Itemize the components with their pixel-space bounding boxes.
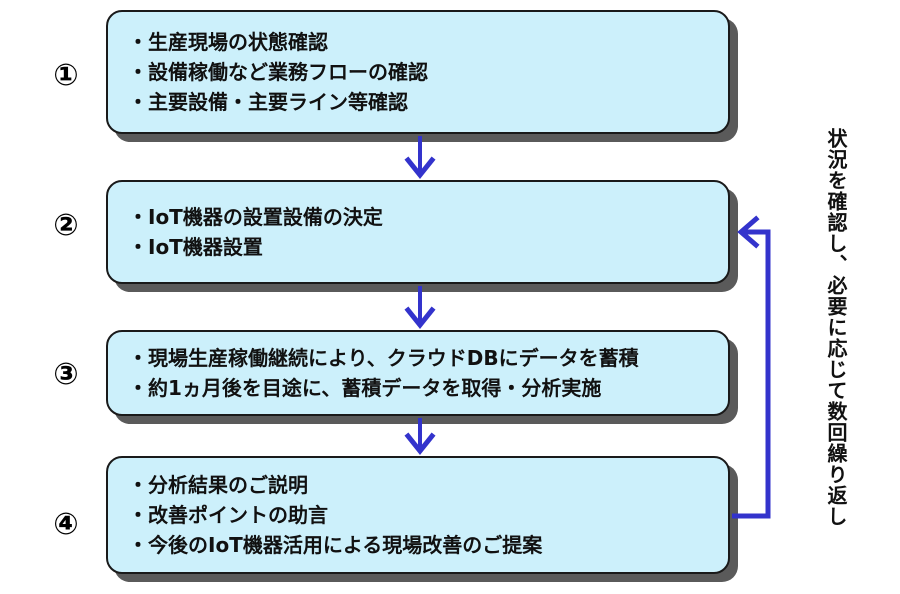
step-number-1: ①: [53, 58, 79, 93]
step-3-line-2: ・約1ヵ月後を目途に、蓄積データを取得・分析実施: [128, 376, 602, 400]
step-1-box: ・生産現場の状態確認 ・設備稼働など業務フローの確認 ・主要設備・主要ライン等確…: [106, 10, 730, 134]
step-1-line-3: ・主要設備・主要ライン等確認: [128, 90, 408, 114]
step-3-box: ・現場生産稼働継続により、クラウドDBにデータを蓄積 ・約1ヵ月後を目途に、蓄積…: [106, 330, 730, 416]
step-4-line-3: ・今後のIoT機器活用による現場改善のご提案: [128, 533, 543, 557]
step-4-line-1: ・分析結果のご説明: [128, 473, 308, 497]
step-number-2: ②: [53, 208, 79, 243]
down-arrow-1-to-2: [404, 136, 436, 180]
loop-note-text: 状況を確認し、必要に応じて数回繰り返し: [824, 128, 848, 527]
down-arrow-2-to-3: [404, 286, 436, 330]
step-4-box: ・分析結果のご説明 ・改善ポイントの助言 ・今後のIoT機器活用による現場改善の…: [106, 456, 730, 574]
step-2-box: ・IoT機器の設置設備の決定 ・IoT機器設置: [106, 180, 730, 284]
step-number-4: ④: [53, 507, 79, 542]
down-arrow-3-to-4: [404, 418, 436, 456]
loop-back-arrow: [732, 215, 771, 519]
step-2-line-2: ・IoT機器設置: [128, 235, 263, 259]
step-2-line-1: ・IoT機器の設置設備の決定: [128, 205, 383, 229]
step-1-line-1: ・生産現場の状態確認: [128, 30, 328, 54]
step-4-line-2: ・改善ポイントの助言: [128, 503, 328, 527]
step-number-3: ③: [53, 357, 79, 392]
step-3-line-1: ・現場生産稼働継続により、クラウドDBにデータを蓄積: [128, 346, 639, 370]
step-1-line-2: ・設備稼働など業務フローの確認: [128, 60, 428, 84]
